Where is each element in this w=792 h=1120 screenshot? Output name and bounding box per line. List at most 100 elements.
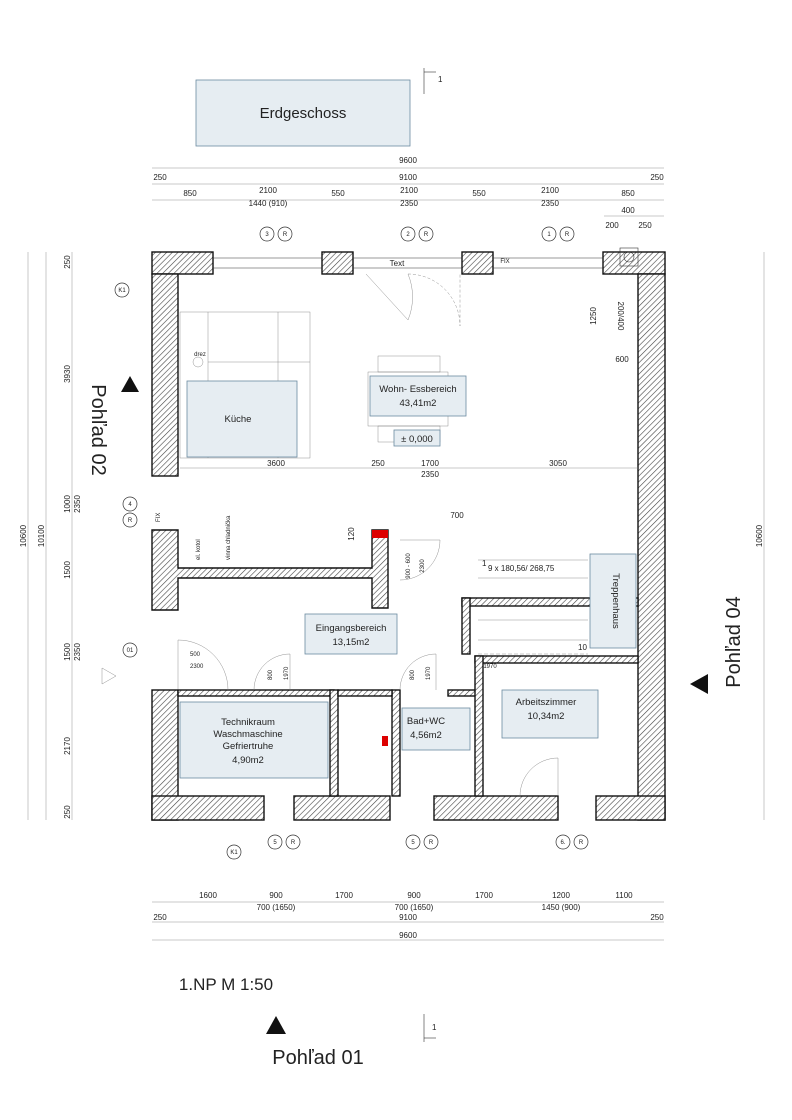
- svg-text:1000: 1000: [63, 495, 72, 513]
- svg-text:FIX: FIX: [156, 513, 162, 522]
- svg-text:250: 250: [63, 255, 72, 269]
- svg-text:700 (1650): 700 (1650): [395, 903, 434, 912]
- title-box-text: Erdgeschoss: [260, 105, 347, 122]
- svg-text:9100: 9100: [399, 173, 417, 182]
- svg-text:9600: 9600: [399, 156, 417, 165]
- svg-text:250: 250: [153, 913, 167, 922]
- svg-text:250: 250: [650, 913, 664, 922]
- svg-text:10,34m2: 10,34m2: [528, 711, 565, 722]
- svg-text:K1: K1: [230, 850, 238, 856]
- axis-mark-5b: 5 R: [405, 834, 439, 850]
- svg-text:10600: 10600: [755, 524, 764, 547]
- svg-text:01: 01: [127, 648, 134, 654]
- view-arrow-right: [690, 674, 708, 694]
- svg-text:Arbeitszimmer: Arbeitszimmer: [516, 697, 577, 708]
- svg-text:500: 500: [190, 652, 201, 658]
- walls: [151, 251, 666, 821]
- top-dimensions: 9600 250 9100 250 850 2100 1440 (910) 55…: [152, 156, 664, 230]
- svg-text:R: R: [291, 840, 296, 846]
- svg-text:2300: 2300: [420, 559, 426, 573]
- svg-text:1200: 1200: [552, 891, 570, 900]
- svg-text:1700: 1700: [421, 459, 439, 468]
- room-name-eingang: Eingangsbereich: [316, 623, 387, 634]
- svg-text:1: 1: [438, 75, 443, 84]
- chimney: [619, 247, 639, 267]
- svg-text:3050: 3050: [549, 459, 567, 468]
- svg-text:200/400: 200/400: [616, 302, 625, 331]
- room-label-bad: [401, 707, 471, 751]
- svg-text:Technikraum: Technikraum: [221, 717, 275, 728]
- svg-text:2300: 2300: [190, 664, 204, 670]
- svg-text:Text: Text: [390, 259, 405, 268]
- windows-top: Text FIX: [213, 257, 603, 269]
- bottom-dimensions: 1600 900 700 (1650) 1700 900 700 (1650) …: [152, 891, 664, 941]
- scale-title: 1.NP M 1:50: [179, 975, 273, 994]
- svg-text:200: 200: [605, 221, 619, 230]
- svg-text:R: R: [424, 232, 429, 238]
- axis-mark-5a: 5 R: [267, 834, 301, 850]
- axis-mark-2: 2 R: [400, 226, 434, 242]
- stairs: 1 9 x 180,56/ 268,75 10: [478, 559, 588, 655]
- level-box: [393, 429, 441, 447]
- svg-text:Treppenhaus: Treppenhaus: [610, 573, 621, 629]
- svg-text:el. kotol: el. kotol: [196, 539, 202, 560]
- axis-mark-1: 1 R: [541, 226, 575, 242]
- view-label-left: Pohľad 02: [87, 384, 109, 475]
- svg-text:Waschmaschine: Waschmaschine: [213, 729, 282, 740]
- view-arrow-bottom: [266, 1016, 286, 1034]
- svg-text:R: R: [283, 232, 288, 238]
- axis-mark-6: 6. R: [555, 834, 589, 850]
- red-marker: [372, 530, 388, 538]
- svg-text:1700: 1700: [335, 891, 353, 900]
- svg-text:1: 1: [482, 559, 487, 568]
- svg-text:3: 3: [265, 232, 269, 238]
- room-label-arbeit: [501, 689, 599, 739]
- svg-text:1500: 1500: [63, 561, 72, 579]
- level-mark: ± 0,000: [401, 434, 433, 445]
- room-label-technik: [179, 701, 329, 779]
- svg-text:R: R: [429, 840, 434, 846]
- inner-dimensions: 3600 250 1700 2350 3050 700 1250 600 200…: [180, 302, 638, 680]
- svg-text:10600: 10600: [19, 524, 28, 547]
- red-marker: [382, 736, 388, 746]
- svg-text:K1: K1: [118, 288, 126, 294]
- svg-text:700 (1650): 700 (1650): [257, 903, 296, 912]
- svg-text:3930: 3930: [63, 365, 72, 383]
- svg-text:1600: 1600: [199, 891, 217, 900]
- svg-text:9100: 9100: [399, 913, 417, 922]
- svg-text:1: 1: [547, 232, 551, 238]
- svg-text:250: 250: [153, 173, 167, 182]
- view-arrow-left: [121, 376, 139, 392]
- svg-text:2: 2: [406, 232, 410, 238]
- svg-text:250: 250: [63, 805, 72, 819]
- svg-text:550: 550: [331, 189, 345, 198]
- svg-text:2350: 2350: [73, 495, 82, 513]
- svg-text:2100: 2100: [400, 186, 418, 195]
- axis-mark-01: 01: [101, 642, 138, 685]
- section-mark-bottom: 1: [423, 1014, 437, 1042]
- svg-text:900: 900: [269, 891, 283, 900]
- svg-text:1700: 1700: [475, 891, 493, 900]
- room-name-wohn: Wohn- Essbereich: [379, 384, 456, 395]
- svg-text:2350: 2350: [421, 470, 439, 479]
- svg-text:250: 250: [371, 459, 385, 468]
- svg-text:FIX: FIX: [500, 259, 509, 265]
- svg-text:R: R: [128, 518, 133, 524]
- svg-text:6.: 6.: [560, 840, 565, 846]
- svg-text:120: 120: [347, 527, 356, 541]
- axis-mark-k1-bottom: K1: [226, 844, 242, 860]
- section-mark-top: 1: [423, 68, 443, 94]
- svg-text:850: 850: [183, 189, 197, 198]
- svg-text:2350: 2350: [400, 199, 418, 208]
- svg-text:2100: 2100: [541, 186, 559, 195]
- svg-text:5: 5: [273, 840, 277, 846]
- svg-text:1970: 1970: [483, 664, 497, 670]
- svg-text:4,90m2: 4,90m2: [232, 755, 264, 766]
- room-label-wohn: [369, 375, 467, 417]
- room-label-eingang: [304, 613, 398, 655]
- svg-text:1250: 1250: [589, 307, 598, 325]
- svg-text:1970: 1970: [284, 666, 290, 680]
- room-area-eingang: 13,15m2: [333, 637, 370, 648]
- svg-text:1970: 1970: [426, 666, 432, 680]
